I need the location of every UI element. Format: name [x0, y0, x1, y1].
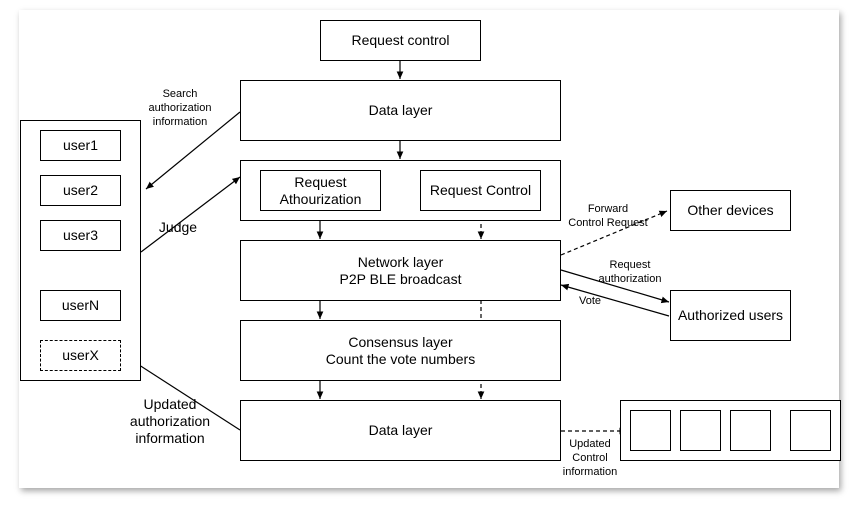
label-updated-control-information: Updated Control information [562, 438, 618, 478]
edge-updated-auth [121, 353, 241, 431]
authorized-users-node: Authorized users [670, 290, 791, 341]
block-1 [630, 410, 671, 451]
userX-node: userX [40, 340, 121, 371]
consensus-layer-node: Consensus layer Count the vote numbers [240, 320, 561, 381]
userN-node: userN [40, 290, 121, 321]
label-forward-control-request: Forward Control Request [568, 203, 648, 229]
user3-node: user3 [40, 220, 121, 251]
user1-node: user1 [40, 130, 121, 161]
other-devices-node: Other devices [670, 190, 791, 231]
edge-forward-request [560, 210, 668, 256]
edge-judge [140, 176, 241, 253]
data-layer-top-node: Data layer [240, 80, 561, 141]
request-control-inner-node: Request Control [420, 170, 541, 211]
block-4 [790, 410, 831, 451]
label-vote: Vote [578, 295, 602, 307]
label-judge: Judge [158, 219, 198, 235]
label-search-authorization: Search authorization information [148, 88, 212, 128]
request-authorization-node: Request Athourization [260, 170, 381, 211]
edge-search-auth [145, 111, 241, 190]
edge-vote [560, 283, 670, 317]
user2-node: user2 [40, 175, 121, 206]
block-3 [730, 410, 771, 451]
network-layer-node: Network layer P2P BLE broadcast [240, 240, 561, 301]
edge-request-authorization [560, 269, 670, 304]
data-layer-bottom-node: Data layer [240, 400, 561, 461]
label-request-authorization: Request authorization [598, 259, 662, 285]
block-2 [680, 410, 721, 451]
label-updated-authorization: Updated authorization information [129, 396, 211, 446]
request-control-node: Request control [320, 20, 481, 61]
